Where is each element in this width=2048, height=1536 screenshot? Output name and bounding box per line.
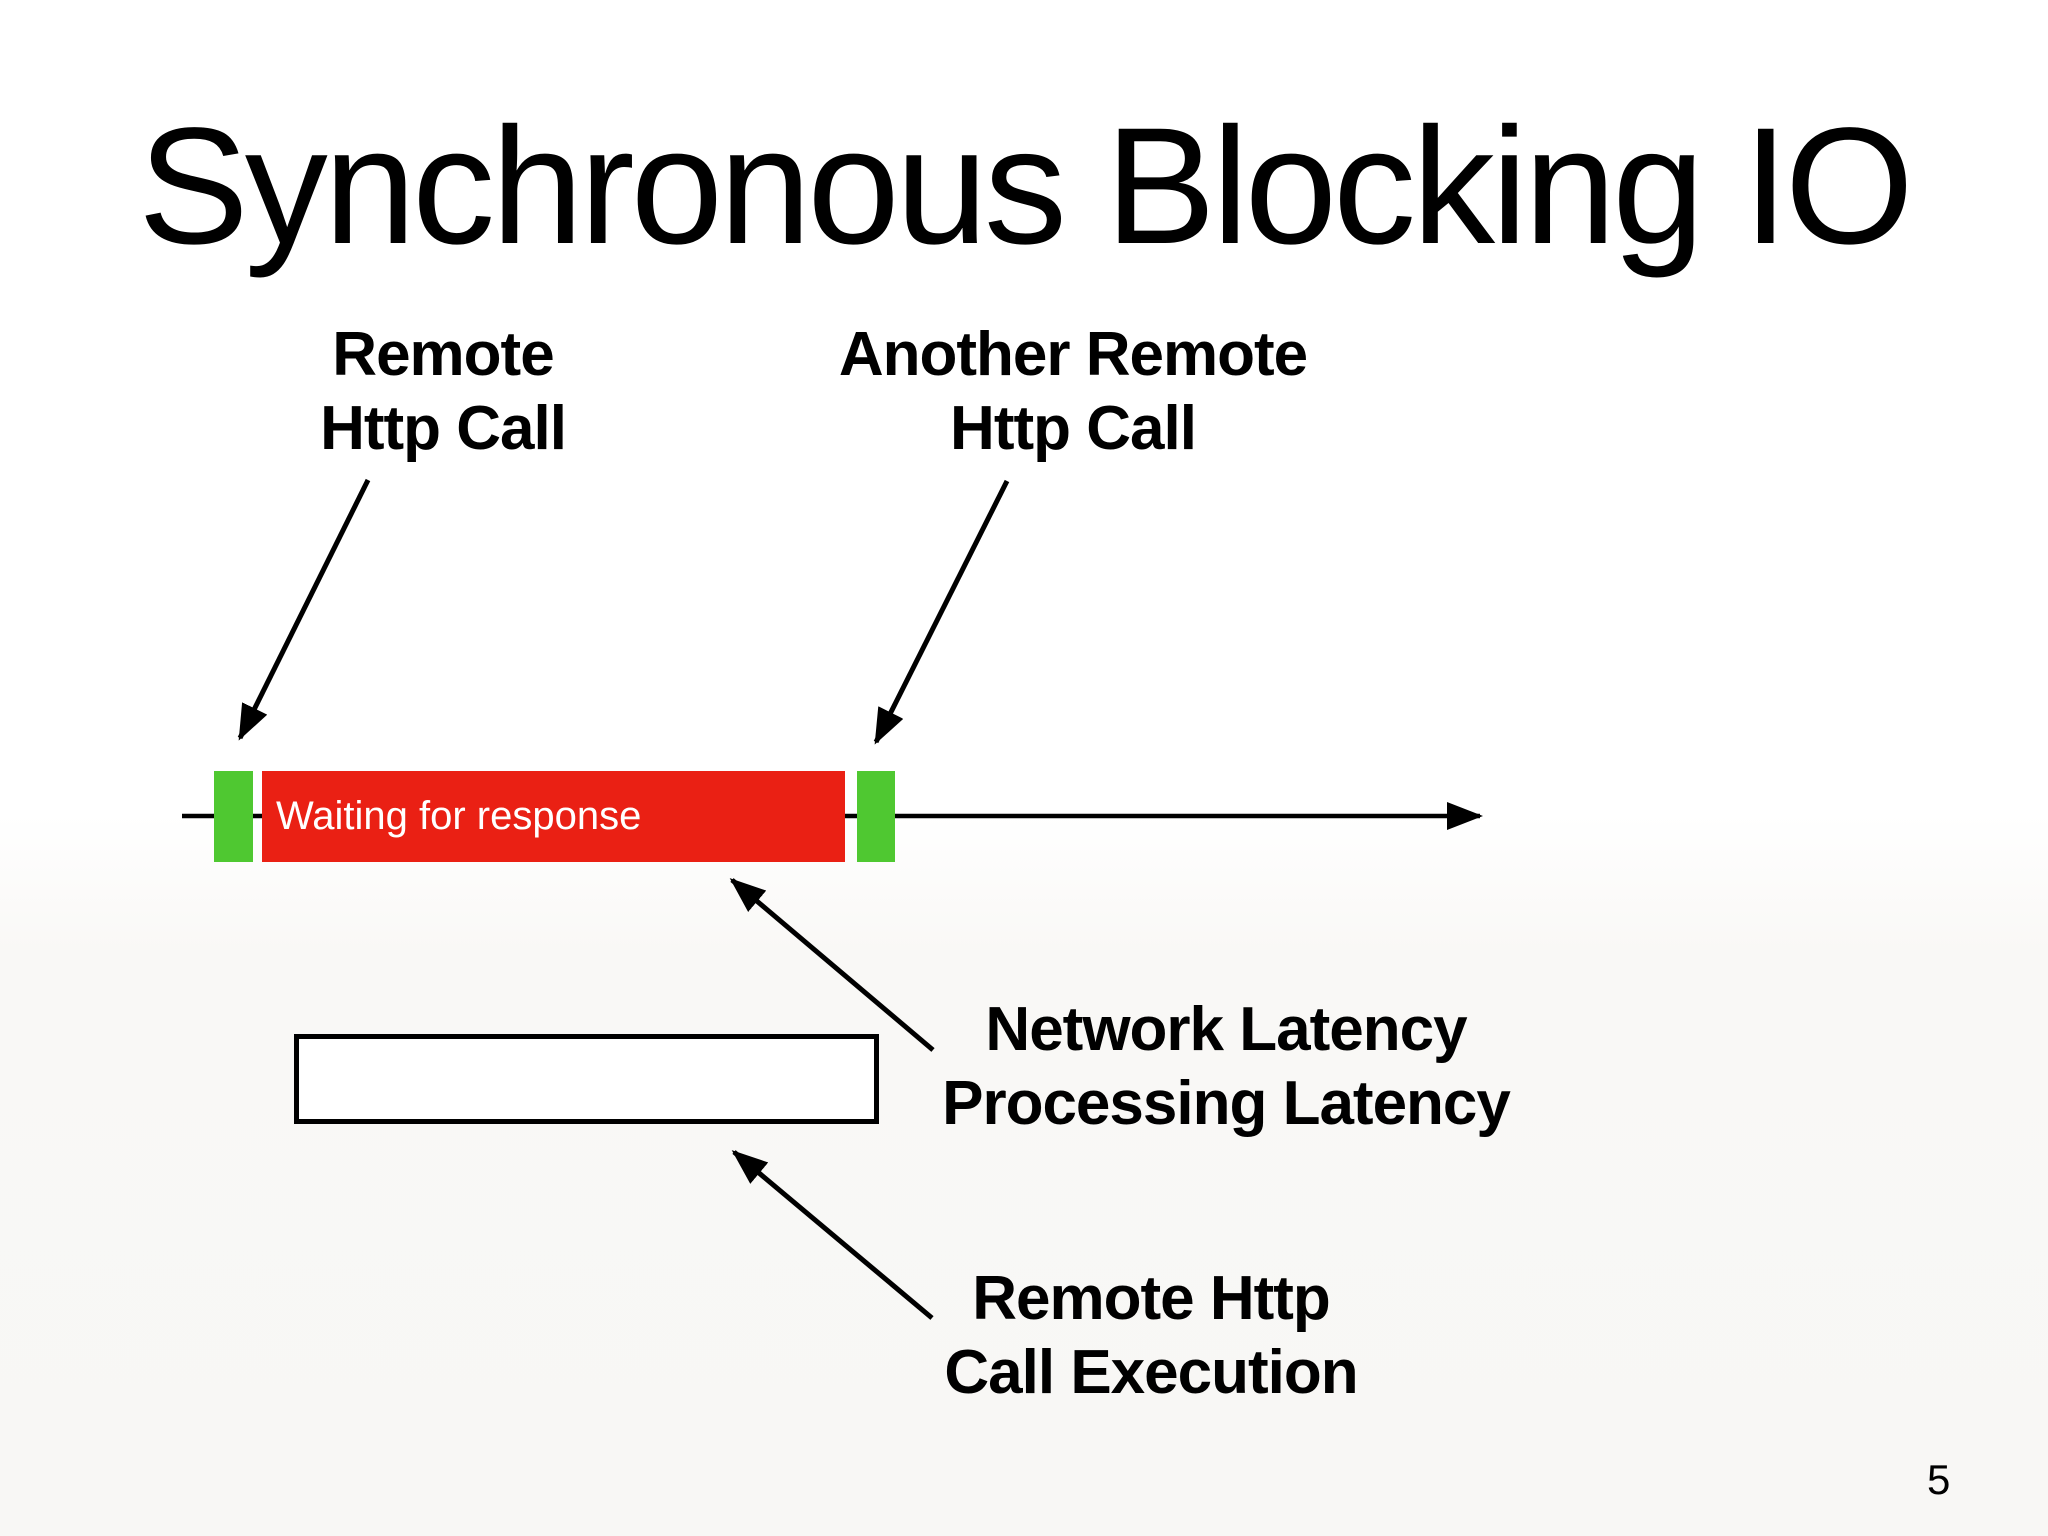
execution-pointer-arrow: [731, 1150, 934, 1320]
execution-label-line2: Call Execution: [944, 1338, 1358, 1408]
another-remote-http-call-label-line1: Another Remote: [838, 320, 1308, 389]
waiting-for-response-block: Waiting for response: [262, 771, 845, 862]
another-remote-call-pointer-arrow: [873, 479, 1010, 745]
latency-label-line2: Processing Latency: [942, 1069, 1511, 1139]
latency-label-line1: Network Latency: [985, 995, 1467, 1064]
latency-label: Network Latency Processing Latency: [942, 993, 1511, 1142]
remote-call-pointer-arrow: [237, 478, 371, 741]
execution-label-line1: Remote Http: [972, 1264, 1331, 1333]
latency-pointer-arrow: [729, 878, 935, 1052]
slide-title: Synchronous Blocking IO: [138, 94, 1914, 279]
another-remote-http-call-label-line2: Http Call: [950, 394, 1197, 464]
remote-call-execution-rect: [294, 1034, 879, 1124]
execution-label: Remote Http Call Execution: [944, 1262, 1358, 1411]
remote-http-call-label-line1: Remote: [332, 320, 554, 389]
remote-http-call-label: Remote Http Call: [320, 318, 567, 467]
page-number: 5: [1927, 1456, 1951, 1503]
waiting-for-response-label: Waiting for response: [276, 794, 642, 838]
first-call-green-block: [214, 771, 253, 862]
remote-http-call-label-line2: Http Call: [320, 394, 567, 464]
second-call-green-block: [857, 771, 895, 862]
another-remote-http-call-label: Another Remote Http Call: [838, 318, 1308, 467]
